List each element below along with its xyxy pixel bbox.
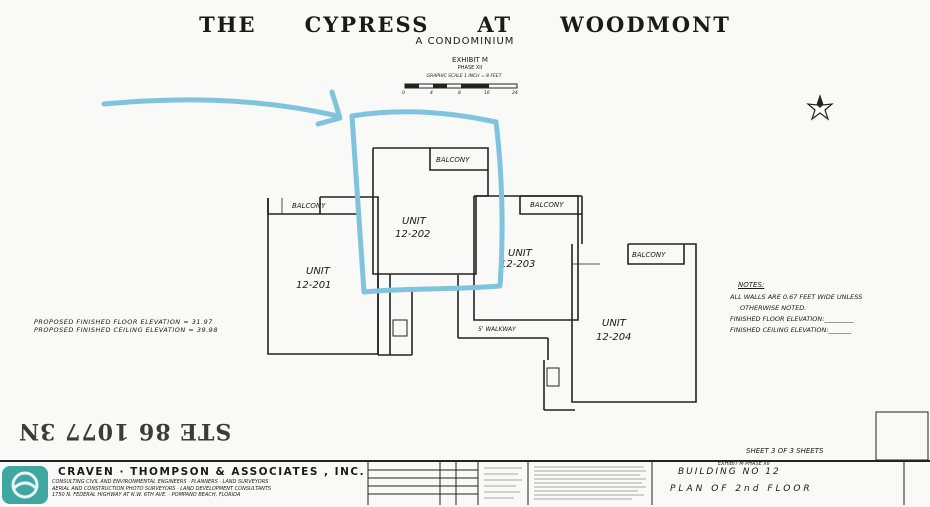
title-word: AT <box>477 12 513 37</box>
firm-line: AERIAL AND CONSTRUCTION PHOTO SURVEYORS … <box>52 485 272 492</box>
unit-label: UNIT <box>508 248 533 259</box>
note-line: OTHERWISE NOTED. <box>740 304 807 312</box>
balcony-label: BALCONY <box>436 156 470 164</box>
unit-number: 12-204 <box>596 332 631 343</box>
note-line: FINISHED CEILING ELEVATION:_______ <box>730 326 852 334</box>
title-block <box>0 460 930 507</box>
unit-label: UNIT <box>306 266 331 277</box>
plan-floor-label: PLAN OF 2nd FLOOR <box>670 484 813 494</box>
balcony-label: BALCONY <box>632 251 666 259</box>
walkway-lines <box>457 275 575 411</box>
unit-number: 12-202 <box>395 229 430 240</box>
firm-line: CONSULTING CIVIL AND ENVIRONMENTAL ENGIN… <box>52 479 269 485</box>
unit-12-202-outline <box>372 147 489 356</box>
exhibit-text: EXHIBIT M <box>452 56 488 64</box>
phase-text: PHASE XII <box>457 65 483 71</box>
firm-line: 1750 N. FEDERAL HIGHWAY AT N.W. 6TH AVE.… <box>52 492 241 498</box>
mirrored-stamp: STE 86 1077 3N <box>18 418 232 444</box>
unit-number: 12-201 <box>296 280 331 291</box>
exhibit-label: EXHIBIT M PHASE XII <box>410 56 530 71</box>
note-line: FINISHED FLOOR ELEVATION:_________ <box>730 315 854 323</box>
scale-tick: 4 <box>430 90 433 96</box>
document-subtitle: A CONDOMINIUM <box>415 36 515 47</box>
scale-tick: 8 <box>458 90 461 96</box>
building-number: BUILDING NO 12 <box>678 467 781 477</box>
title-word: WOODMONT <box>560 12 731 37</box>
sheet-label: SHEET 3 OF 3 SHEETS <box>746 447 824 455</box>
firm-details: CONSULTING CIVIL AND ENVIRONMENTAL ENGIN… <box>52 479 352 499</box>
title-word: THE <box>199 12 257 37</box>
notes-title: NOTES: <box>738 281 765 289</box>
balcony-label: BALCONY <box>292 202 326 210</box>
note-line: ALL WALLS ARE 0.67 FEET WIDE UNLESS <box>730 293 863 301</box>
unit-number: 12-203 <box>500 259 535 270</box>
graphic-scale-bar <box>404 83 518 89</box>
scale-tick: 0 <box>402 90 405 96</box>
graphic-scale-label: GRAPHIC SCALE 1 INCH = 8 FEET <box>426 74 502 79</box>
scale-tick: 16 <box>484 90 490 96</box>
north-arrow-icon <box>806 94 834 121</box>
balcony-label: BALCONY <box>530 201 564 209</box>
unit-label: UNIT <box>602 318 627 329</box>
watermark-logo-icon <box>2 466 48 504</box>
walkway-label: 5' WALKWAY <box>478 326 517 333</box>
scale-tick: 24 <box>512 90 518 96</box>
title-block-exhibit: EXHIBIT M PHASE XII <box>718 461 770 467</box>
floor-elevation-note: PROPOSED FINISHED FLOOR ELEVATION = 31.9… <box>34 318 213 326</box>
title-block-fine-print <box>484 466 646 500</box>
title-block-grid <box>367 411 929 505</box>
unit-12-204-outline <box>571 243 697 403</box>
notes-block: ALL WALLS ARE 0.67 FEET WIDE UNLESS OTHE… <box>730 292 930 336</box>
ceiling-elevation-note: PROPOSED FINISHED CEILING ELEVATION = 39… <box>34 326 218 334</box>
title-word: CYPRESS <box>304 12 430 37</box>
unit-label: UNIT <box>402 216 427 227</box>
firm-name: CRAVEN · THOMPSON & ASSOCIATES , INC. <box>58 466 366 478</box>
document-title: THE CYPRESS AT WOODMONT <box>0 12 930 37</box>
